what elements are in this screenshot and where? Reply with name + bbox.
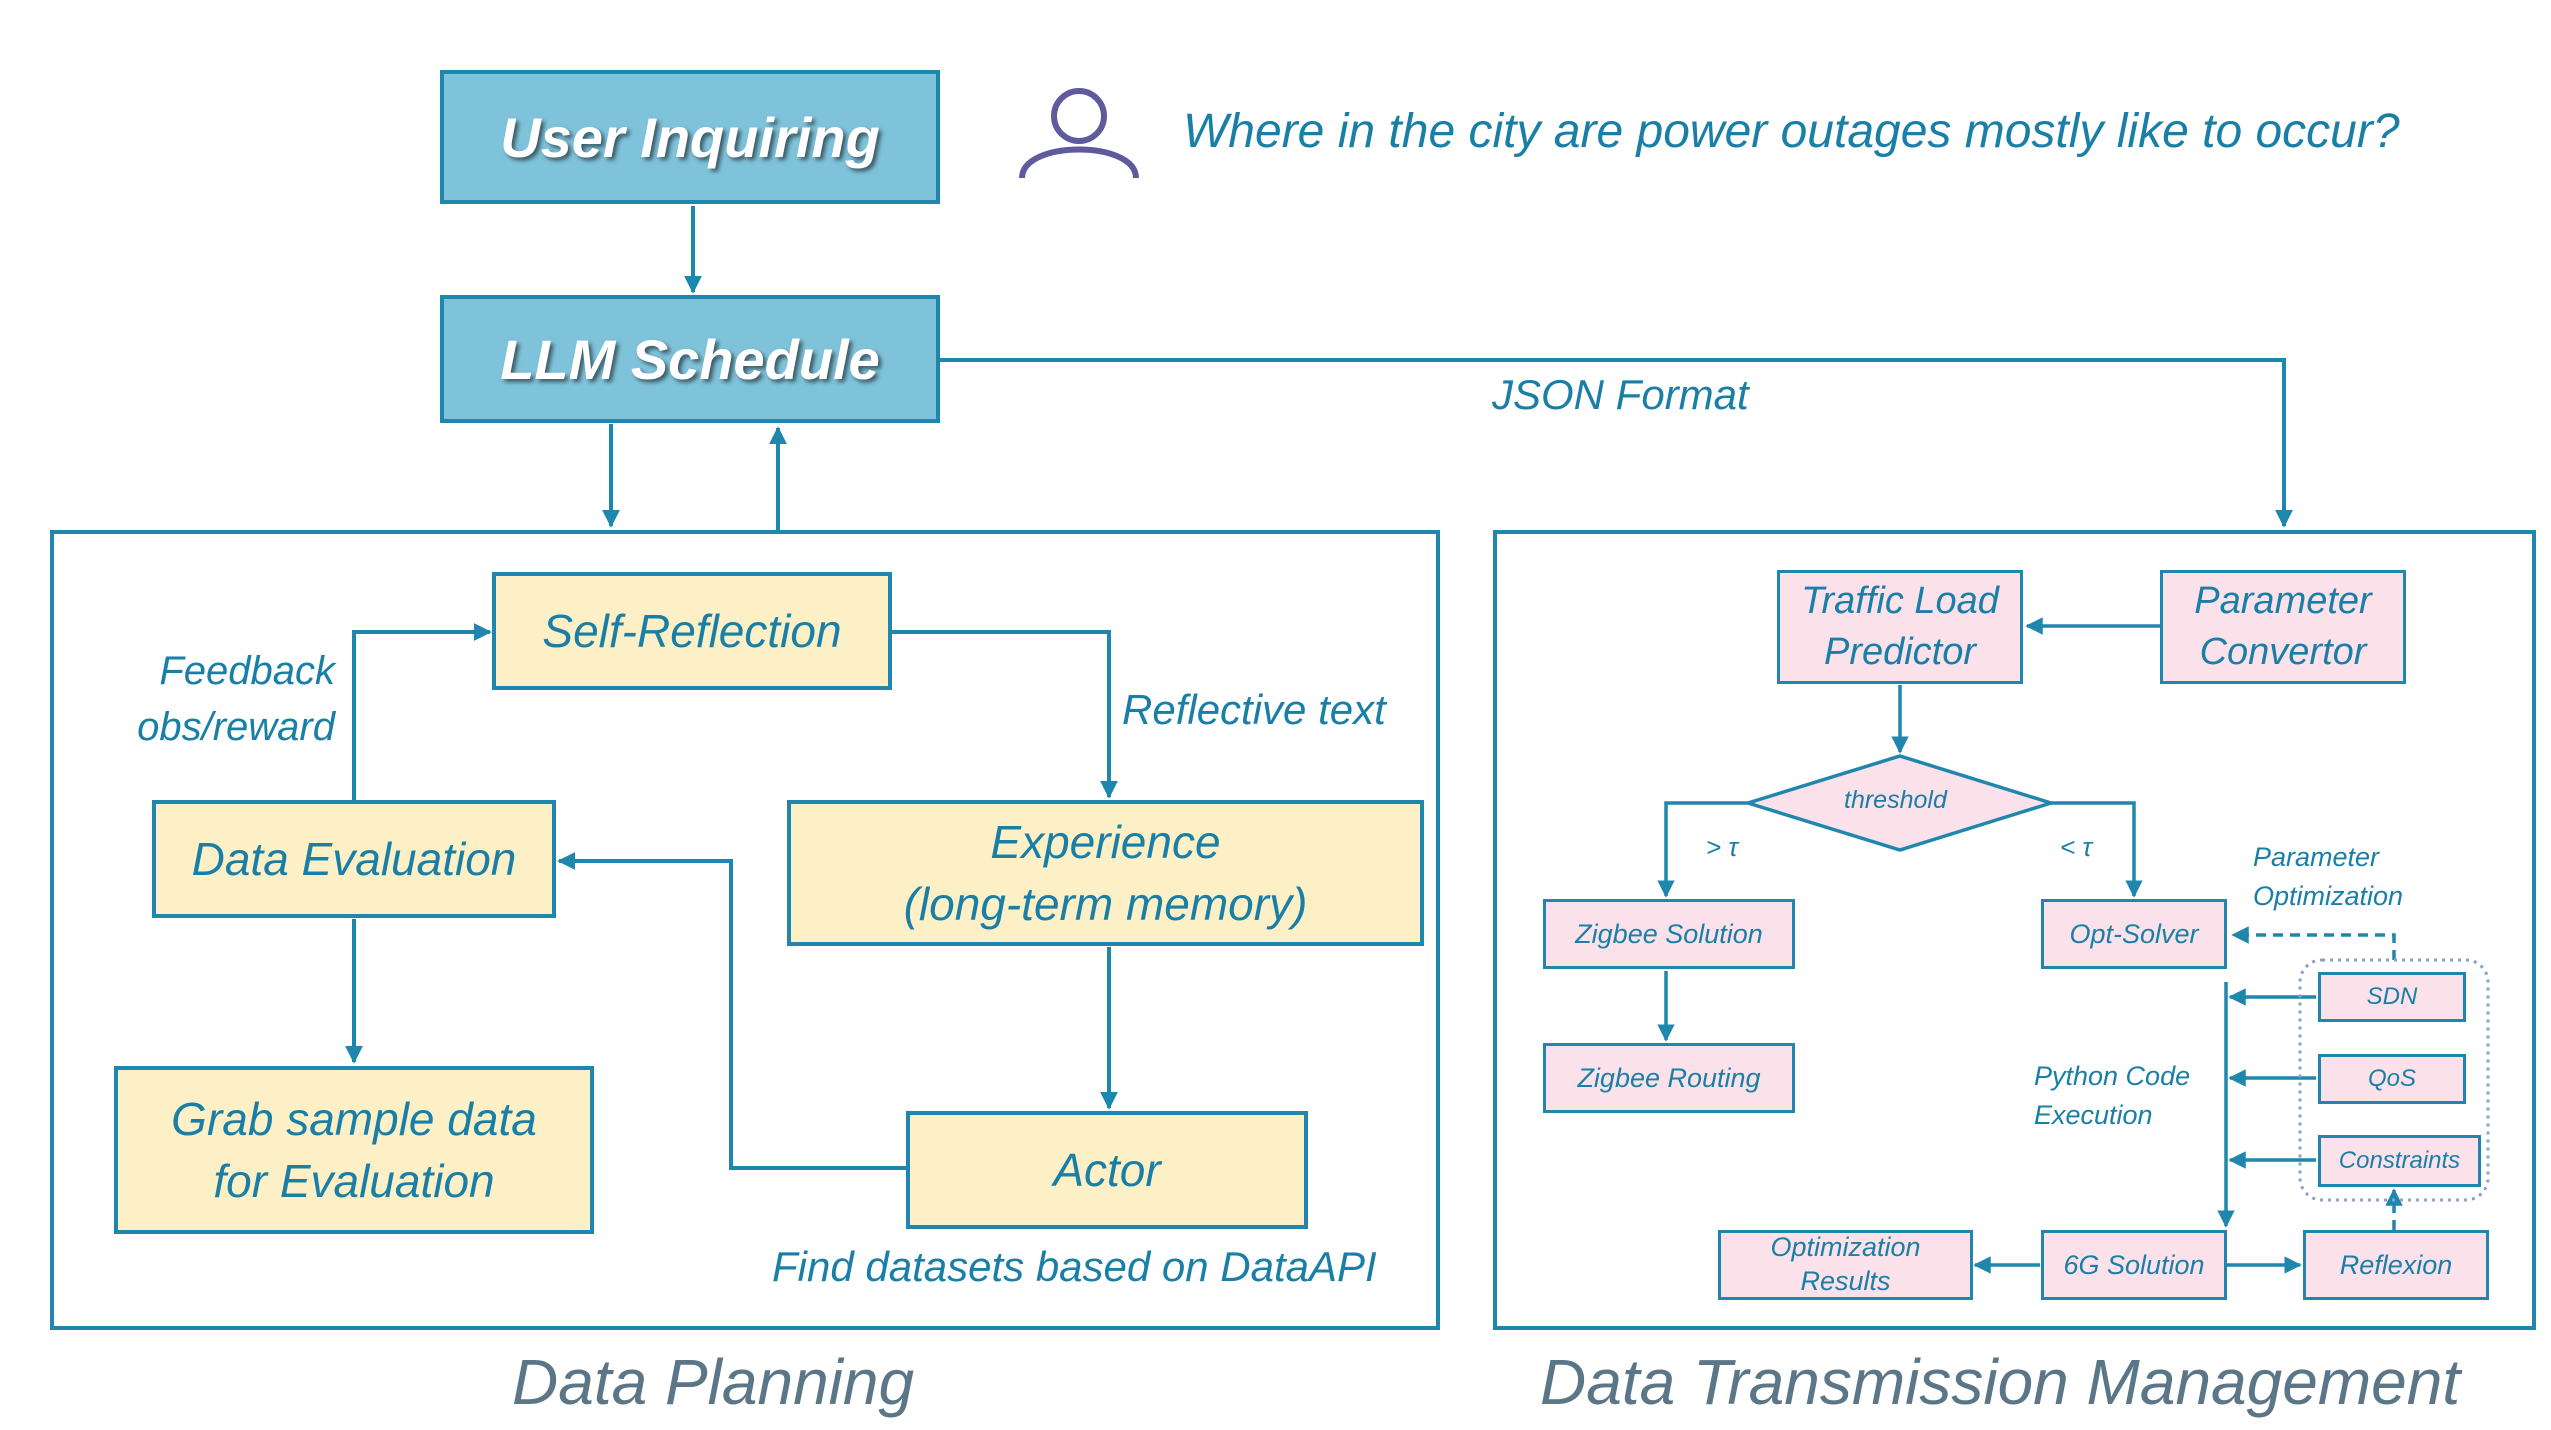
parameter-group-outline [2298, 958, 2490, 1202]
arrow-threshold-to-zigbee [1657, 801, 1748, 898]
experience-line2: (long-term memory) [903, 878, 1308, 930]
llm-schedule-box: LLM Schedule [440, 295, 940, 423]
param-opt-line1: Parameter [2253, 842, 2380, 872]
six-g-label: 6G Solution [2063, 1249, 2205, 1280]
opt-results-line1: Optimization [1770, 1232, 1921, 1263]
reflective-text-label: Reflective text [1122, 686, 1386, 733]
arrow-evaluation-to-reflection [352, 623, 492, 800]
grab-line2: for Evaluation [213, 1155, 495, 1207]
optimization-results-box: Optimization Results [1718, 1230, 1973, 1300]
parameter-convertor-box: Parameter Convertor [2160, 570, 2406, 684]
experience-line1: Experience [990, 815, 1221, 868]
json-format-label: JSON Format [1492, 371, 1749, 418]
arrow-actor-to-evaluation [557, 852, 908, 1170]
actor-box: Actor [906, 1111, 1308, 1229]
greater-tau-label: > τ [1706, 832, 1739, 862]
zigbee-solution-box: Zigbee Solution [1543, 899, 1795, 969]
python-line2: Execution [2034, 1100, 2153, 1131]
arrow-reflection-to-experience [892, 630, 1118, 799]
zigbee-solution-label: Zigbee Solution [1575, 918, 1763, 949]
grab-line1: Grab sample data [171, 1092, 537, 1145]
self-reflection-box: Self-Reflection [492, 572, 892, 690]
constraints-box: Constraints [2318, 1135, 2481, 1187]
threshold-diamond [1742, 754, 2057, 852]
param-conv-line1: Parameter [2194, 579, 2372, 622]
traffic-load-predictor-box: Traffic Load Predictor [1777, 570, 2023, 684]
threshold-label: threshold [1844, 786, 1947, 814]
param-opt-line2: Optimization [2253, 881, 2404, 912]
llm-schedule-label: LLM Schedule [500, 327, 880, 391]
less-tau-label: < τ [2060, 832, 2093, 862]
python-execution-label: Python Code Execution [2034, 1057, 2190, 1135]
user-inquiring-label: User Inquiring [500, 105, 880, 169]
data-evaluation-label: Data Evaluation [191, 832, 517, 885]
data-transmission-caption: Data Transmission Management [1540, 1346, 2461, 1418]
experience-box: Experience (long-term memory) [787, 800, 1424, 946]
self-reflection-label: Self-Reflection [542, 604, 842, 657]
zigbee-routing-box: Zigbee Routing [1543, 1043, 1795, 1113]
arrow-threshold-to-optsolver [2051, 801, 2143, 898]
data-transmission-panel [1493, 530, 2536, 1330]
user-icon [1019, 88, 1139, 179]
constraints-label: Constraints [2338, 1146, 2461, 1174]
traffic-line2: Predictor [1823, 631, 1977, 673]
feedback-line1: Feedback [159, 649, 335, 693]
zigbee-routing-label: Zigbee Routing [1577, 1062, 1761, 1093]
six-g-solution-box: 6G Solution [2041, 1230, 2227, 1300]
actor-label: Actor [1053, 1143, 1161, 1196]
data-evaluation-box: Data Evaluation [152, 800, 556, 918]
opt-solver-label: Opt-Solver [2069, 918, 2199, 949]
traffic-line1: Traffic Load [1801, 579, 1999, 622]
arrow-llm-to-transmission [940, 358, 2293, 528]
feedback-line2: obs/reward [137, 705, 335, 749]
data-planning-panel [50, 530, 1440, 1330]
param-conv-line2: Convertor [2199, 631, 2367, 673]
user-inquiring-box: User Inquiring [440, 70, 940, 204]
reflexion-label: Reflexion [2339, 1249, 2453, 1280]
parameter-optimization-label: Parameter Optimization [2253, 838, 2403, 916]
reflexion-box: Reflexion [2303, 1230, 2489, 1300]
data-planning-caption: Data Planning [512, 1346, 915, 1418]
qos-label: QoS [2367, 1064, 2417, 1092]
feedback-label: Feedback obs/reward [105, 643, 335, 755]
opt-results-line2: Results [1800, 1266, 1891, 1296]
sdn-box: SDN [2318, 972, 2466, 1022]
user-query-text: Where in the city are power outages most… [1183, 105, 2400, 158]
find-datasets-label: Find datasets based on DataAPI [772, 1243, 1377, 1290]
opt-solver-box: Opt-Solver [2041, 899, 2227, 969]
sdn-label: SDN [2366, 982, 2418, 1010]
arrow-params-to-optsolver [2231, 926, 2396, 960]
grab-sample-box: Grab sample data for Evaluation [114, 1066, 594, 1234]
python-line1: Python Code [2034, 1061, 2191, 1091]
qos-box: QoS [2318, 1054, 2466, 1104]
